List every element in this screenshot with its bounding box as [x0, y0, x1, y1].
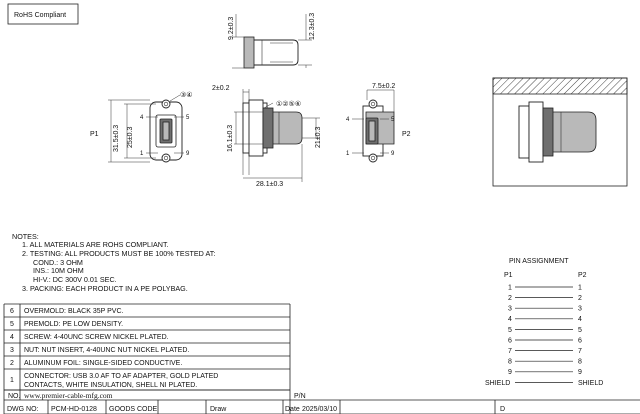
rohs-badge: RoHS Compliant: [7, 3, 79, 25]
dim-side-w: 2±0.2: [212, 85, 230, 92]
pin-p2-value: 9: [578, 369, 582, 376]
dim-p1-h2: 25±0.3: [127, 127, 134, 148]
perspective-view: [492, 77, 628, 187]
pin-p2-value: 2: [578, 295, 582, 302]
bom-item-no: 6: [10, 308, 14, 315]
dim-side-h2: 21±0.3: [315, 127, 322, 148]
pn-label: P/N: [294, 393, 306, 400]
pin-assignment: PIN ASSIGNMENT P1 P2 1 1 2 2 3 3 4 4 5 5 6 6 7 7 8 8 9 9S…: [485, 258, 603, 387]
dwg-no-label: DWG NO:: [7, 406, 39, 413]
note-line-6: 3. PACKING: EACH PRODUCT IN A PE POLYBAG…: [22, 284, 188, 293]
title-block: NO. www.premier-cable-mfg.com P/N DWG NO…: [4, 389, 640, 414]
dim-p1-h1: 31.5±0.3: [113, 125, 120, 152]
notes-title: NOTES:: [12, 232, 39, 241]
p1-pin-1: 1: [140, 151, 144, 157]
dwg-no-value: PCM-HD-0128: [51, 406, 97, 413]
dim-side-bottom: 28.1±0.3: [256, 181, 283, 188]
side-view: 2±0.2 ①②⑤⑥ 16.1±0.3 21±0.3 28.1±0.3: [212, 85, 322, 188]
date-label: Date: [285, 406, 300, 413]
bom-item-desc-line2: CONTACTS, WHITE INSULATION, SHELL NI PLA…: [24, 382, 197, 389]
note-line-4: INS.: 10M OHM: [33, 266, 84, 275]
p1-pin-9: 9: [186, 151, 190, 157]
p1-pin-5: 5: [186, 115, 190, 121]
bom-item-desc: NUT: NUT INSERT, 4-40UNC NUT NICKEL PLAT…: [24, 347, 189, 354]
revision-d: D: [500, 406, 505, 413]
pin-p1-value: 3: [508, 306, 512, 313]
website-text: www.premier-cable-mfg.com: [24, 391, 113, 400]
dim-top-h1: 9.2±0.3: [228, 17, 235, 40]
top-view: 9.2±0.3 12.3±0.3: [228, 13, 316, 69]
pin-p2-value: SHIELD: [578, 380, 603, 387]
pin-p2-value: 6: [578, 337, 582, 344]
note-line-5: HI-V.: DC 300V 0.01 SEC.: [33, 275, 117, 284]
callout-nut: ①②⑤⑥: [276, 100, 301, 108]
pin-p2-value: 7: [578, 348, 582, 355]
pin-p1-value: SHIELD: [485, 380, 510, 387]
pin-p2-value: 5: [578, 327, 582, 334]
pin-header-p2: P2: [578, 272, 587, 279]
pin-header-p1: P1: [504, 272, 513, 279]
pin-p1-value: 5: [508, 327, 512, 334]
note-line-3: COND.: 3 OHM: [33, 258, 83, 267]
bom-item-desc: CONNECTOR: USB 3.0 AF TO AF ADAPTER, GOL…: [24, 373, 218, 380]
bom-item-no: 2: [10, 360, 14, 367]
p1-front-view: ③④ P1 4 5 1 9 31.5±0.3 25±0.3: [90, 91, 193, 163]
pin-p1-value: 8: [508, 359, 512, 366]
p2-pin-5: 5: [391, 117, 395, 123]
dim-side-h: 16.1±0.3: [227, 125, 234, 152]
pin-p1-value: 6: [508, 337, 512, 344]
goods-code-label: GOODS CODE: [109, 406, 158, 413]
p2-pin-9: 9: [391, 151, 395, 157]
bom-item-no: 4: [10, 334, 14, 341]
date-value: 2025/03/10: [302, 406, 337, 413]
dim-top-h2: 12.3±0.3: [309, 13, 316, 40]
p2-label: P2: [402, 131, 411, 138]
notes: NOTES: 1. ALL MATERIALS ARE ROHS COMPLIA…: [12, 232, 215, 293]
callout-screw: ③④: [180, 91, 193, 99]
bom-item-desc: SCREW: 4-40UNC SCREW NICKEL PLATED.: [24, 334, 169, 341]
no-label: NO.: [8, 393, 21, 400]
pin-p1-value: 2: [508, 295, 512, 302]
bom-table: 6 OVERMOLD: BLACK 35P PVC. 5 PREMOLD: PE LO…: [3, 303, 291, 414]
pin-assignment-title: PIN ASSIGNMENT: [509, 258, 569, 265]
p1-pin-4: 4: [140, 115, 144, 121]
p1-label: P1: [90, 131, 99, 138]
bom-item-no: 1: [10, 377, 14, 384]
dim-p2-top: 7.5±0.2: [372, 83, 395, 90]
p2-pin-1: 1: [346, 151, 350, 157]
pin-p1-value: 9: [508, 369, 512, 376]
note-line-1: 1. ALL MATERIALS ARE ROHS COMPLIANT.: [22, 240, 169, 249]
pin-p1-value: 1: [508, 284, 512, 291]
bom-item-no: 5: [10, 321, 14, 328]
rohs-badge-text: RoHS Compliant: [14, 12, 66, 19]
draw-label: Draw: [210, 406, 227, 413]
p2-pin-4: 4: [346, 117, 350, 123]
bom-item-no: 3: [10, 347, 14, 354]
pin-p2-value: 4: [578, 316, 582, 323]
bom-item-desc: PREMOLD: PE LOW DENSITY.: [24, 321, 123, 328]
note-line-2: 2. TESTING: ALL PRODUCTS MUST BE 100% TE…: [22, 249, 215, 258]
bom-item-desc: OVERMOLD: BLACK 35P PVC.: [24, 308, 124, 315]
bom-item-desc: ALUMINUM FOIL: SINGLE-SIDED CONDUCTIVE.: [24, 360, 182, 367]
pin-p2-value: 3: [578, 306, 582, 313]
p2-front-view: 7.5±0.2 P2 4 5 1 9: [346, 83, 411, 163]
pin-p2-value: 1: [578, 284, 582, 291]
pin-p2-value: 8: [578, 359, 582, 366]
pin-p1-value: 7: [508, 348, 512, 355]
pin-p1-value: 4: [508, 316, 512, 323]
